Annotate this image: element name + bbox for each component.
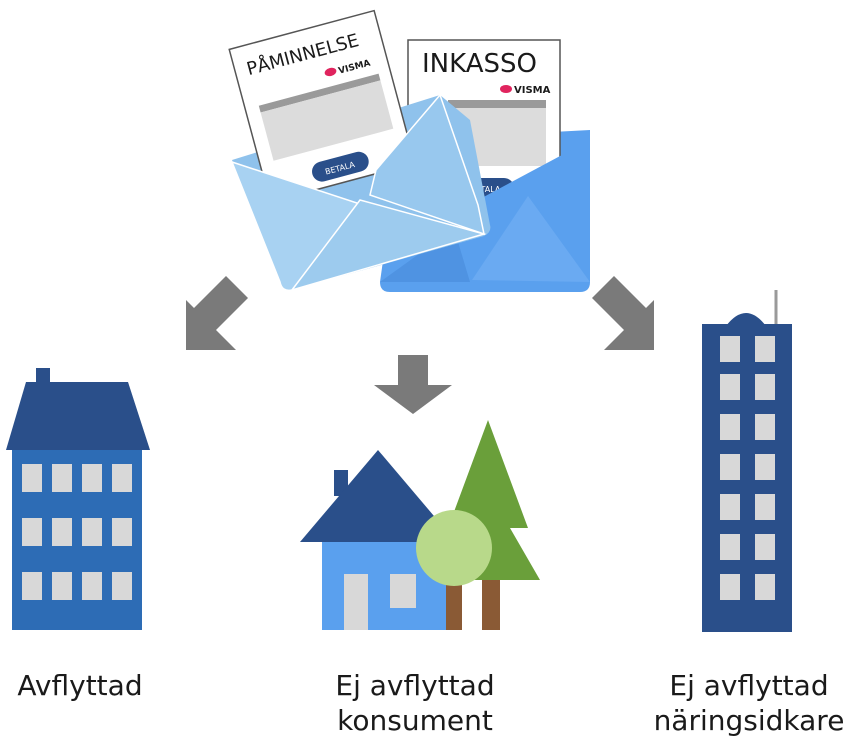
arrow-center: [374, 355, 452, 414]
tower-windows: [720, 336, 775, 600]
label-not-moved-consumer-line2: konsument: [337, 704, 493, 737]
label-not-moved-business-line1: Ej avflyttad: [669, 669, 829, 702]
envelope-front: [230, 93, 487, 292]
house-with-trees: [300, 420, 540, 630]
apartment-building: [6, 368, 150, 630]
apartment-windows: [22, 464, 132, 600]
label-moved-text: Avflyttad: [17, 669, 143, 702]
envelope-back-flap: [450, 140, 590, 282]
collection-pay-label: BETALA: [470, 185, 501, 194]
label-moved: Avflyttad: [0, 668, 160, 703]
arrow-right: [592, 276, 654, 350]
collection-letter-brand: VISMA: [514, 85, 551, 96]
round-tree: [416, 510, 492, 630]
label-not-moved-consumer: Ej avflyttad konsument: [300, 668, 530, 738]
collection-letter-title: INKASSO: [422, 49, 537, 79]
reminder-pay-button[interactable]: [310, 149, 371, 183]
label-not-moved-business-line2: näringsidkare: [653, 704, 845, 737]
arrow-left: [186, 276, 248, 350]
house-window: [390, 574, 416, 608]
visma-logo: VISMA: [500, 85, 551, 96]
house-door: [344, 574, 368, 630]
office-tower: [702, 290, 792, 632]
label-not-moved-consumer-line1: Ej avflyttad: [335, 669, 495, 702]
label-not-moved-business: Ej avflyttad näringsidkare: [640, 668, 858, 738]
